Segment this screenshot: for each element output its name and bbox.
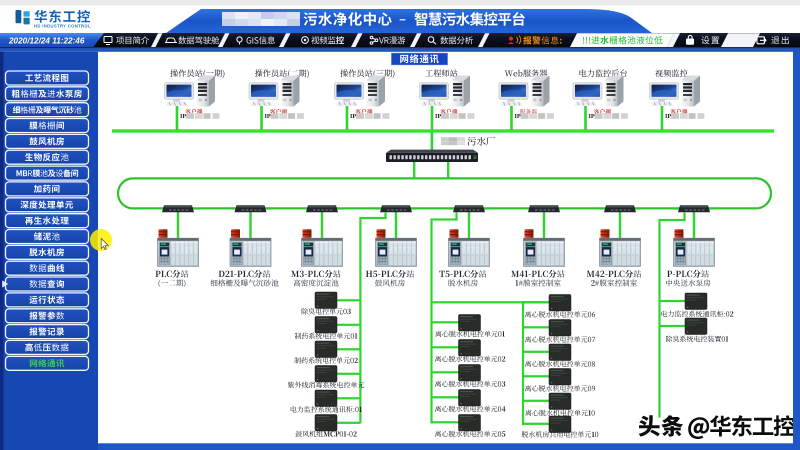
- svg-text:IP:: IP:: [589, 113, 597, 120]
- svg-text:IP:: IP:: [665, 113, 673, 120]
- svg-text:IP:: IP:: [265, 113, 273, 120]
- svg-text:IP:: IP:: [350, 113, 358, 120]
- svg-text:IP:: IP:: [515, 113, 523, 120]
- svg-text:2020/12/24 11:22:46: 2020/12/24 11:22:46: [8, 36, 85, 45]
- svg-text:IP:: IP:: [180, 113, 188, 120]
- svg-text:HD INDUSTRY CONTROL: HD INDUSTRY CONTROL: [34, 24, 91, 29]
- svg-text:IP:: IP:: [435, 113, 443, 120]
